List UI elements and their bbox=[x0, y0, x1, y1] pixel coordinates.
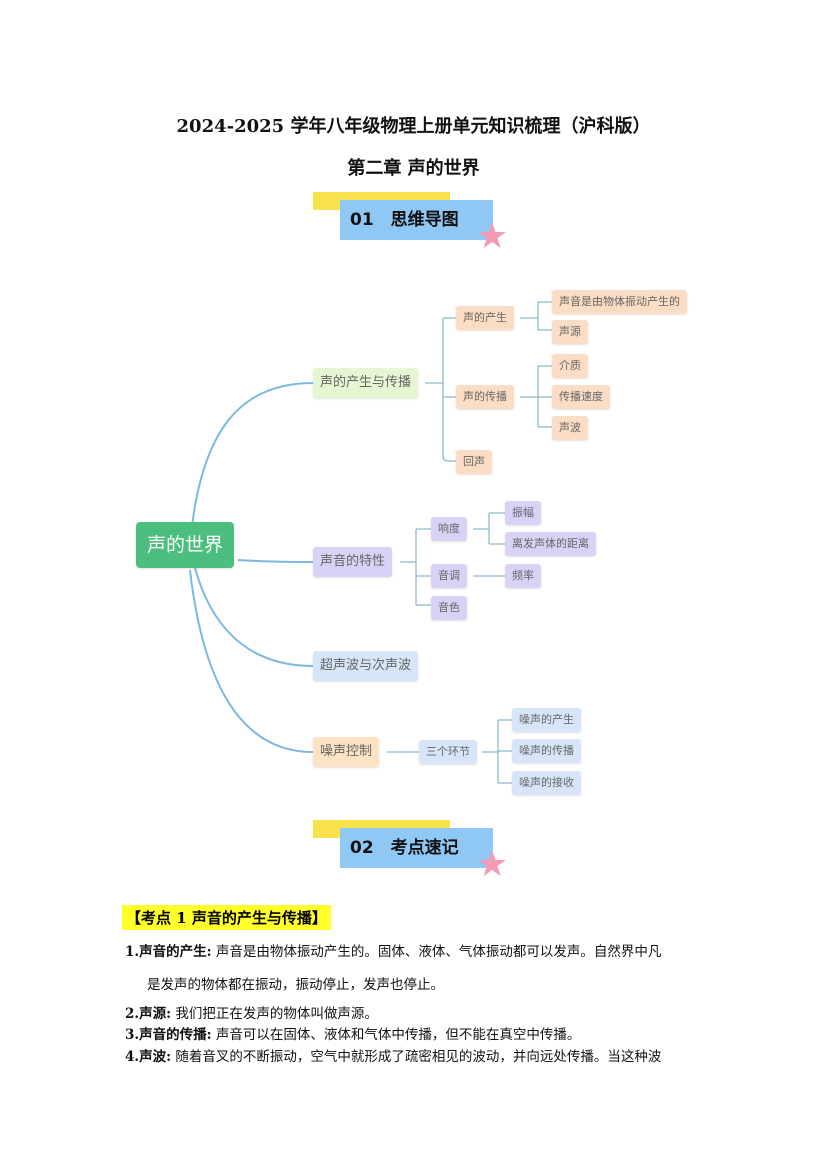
text: 声音可以在固体、液体和气体中传播，但不能在真空中传播。 bbox=[211, 1027, 581, 1043]
node-timbre: 音色 bbox=[431, 596, 467, 620]
term: 1.声音的产生: bbox=[125, 944, 212, 960]
node-noise-control: 噪声控制 bbox=[313, 737, 380, 767]
text: 我们把正在发声的物体叫做声源。 bbox=[171, 1006, 378, 1022]
chapter-title: 第二章 声的世界 bbox=[347, 158, 480, 179]
node-loudness: 响度 bbox=[431, 517, 467, 541]
node-propagation: 声的传播 bbox=[456, 385, 514, 409]
star-icon: ★ bbox=[476, 216, 509, 257]
node-source: 声源 bbox=[552, 320, 588, 344]
star-icon: ★ bbox=[476, 844, 509, 885]
node-echo: 回声 bbox=[456, 450, 492, 474]
node-production-propagation: 声的产生与传播 bbox=[313, 368, 419, 398]
node-three-links: 三个环节 bbox=[419, 740, 477, 764]
document-title: 2024-2025 学年八年级物理上册单元知识梳理（沪科版） bbox=[176, 116, 651, 137]
section-banner-mindmap: 01 思维导图 bbox=[340, 200, 493, 240]
keypoint-item: 1.声音的产生: 声音是由物体振动产生的。固体、液体、气体振动都可以发声。自然界… bbox=[125, 940, 661, 960]
keypoint-item-cont: 是发声的物体都在振动，振动停止，发声也停止。 bbox=[147, 977, 444, 993]
section-banner-keypoints: 02 考点速记 bbox=[340, 828, 493, 868]
node-production: 声的产生 bbox=[456, 306, 514, 330]
term: 2.声源: bbox=[125, 1006, 172, 1022]
node-noise-production: 噪声的产生 bbox=[512, 708, 581, 732]
keypoint-item: 4.声波: 随着音叉的不断振动，空气中就形成了疏密相见的波动，并向远处传播。当这… bbox=[125, 1045, 661, 1065]
node-noise-reception: 噪声的接收 bbox=[512, 771, 581, 795]
node-pitch: 音调 bbox=[431, 564, 467, 588]
text: 声音是由物体振动产生的。固体、液体、气体振动都可以发声。自然界中凡 bbox=[211, 944, 662, 960]
node-speed: 传播速度 bbox=[552, 385, 610, 409]
term: 4.声波: bbox=[125, 1049, 172, 1065]
node-amplitude: 振幅 bbox=[505, 501, 541, 525]
node-frequency: 频率 bbox=[505, 564, 541, 588]
text: 随着音叉的不断振动，空气中就形成了疏密相见的波动，并向远处传播。当这种波 bbox=[171, 1049, 662, 1065]
term: 3.声音的传播: bbox=[125, 1027, 212, 1043]
mindmap-root: 声的世界 bbox=[136, 522, 235, 568]
node-vibration: 声音是由物体振动产生的 bbox=[552, 290, 687, 314]
node-medium: 介质 bbox=[552, 354, 588, 378]
node-ultrasound: 超声波与次声波 bbox=[313, 651, 419, 681]
node-noise-propagation: 噪声的传播 bbox=[512, 739, 581, 763]
node-characteristics: 声音的特性 bbox=[313, 547, 393, 577]
keypoint-heading: 【考点 1 声音的产生与传播】 bbox=[122, 905, 331, 930]
keypoint-item: 2.声源: 我们把正在发声的物体叫做声源。 bbox=[125, 1002, 378, 1022]
node-distance: 离发声体的距离 bbox=[505, 532, 596, 556]
keypoint-item: 3.声音的传播: 声音可以在固体、液体和气体中传播，但不能在真空中传播。 bbox=[125, 1023, 580, 1043]
node-soundwave: 声波 bbox=[552, 416, 588, 440]
